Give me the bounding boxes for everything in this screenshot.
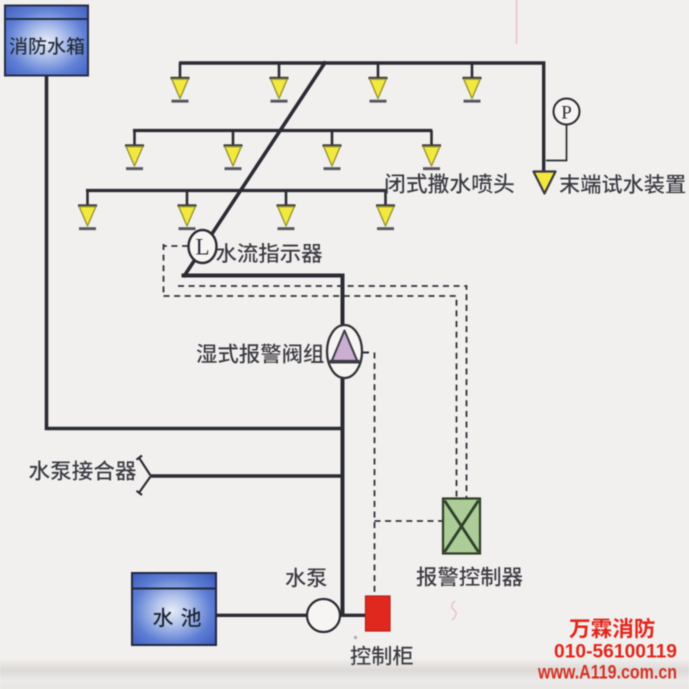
svg-text:L: L	[195, 235, 209, 260]
svg-text:P: P	[561, 103, 572, 124]
svg-text:010-56100119: 010-56100119	[554, 641, 677, 663]
